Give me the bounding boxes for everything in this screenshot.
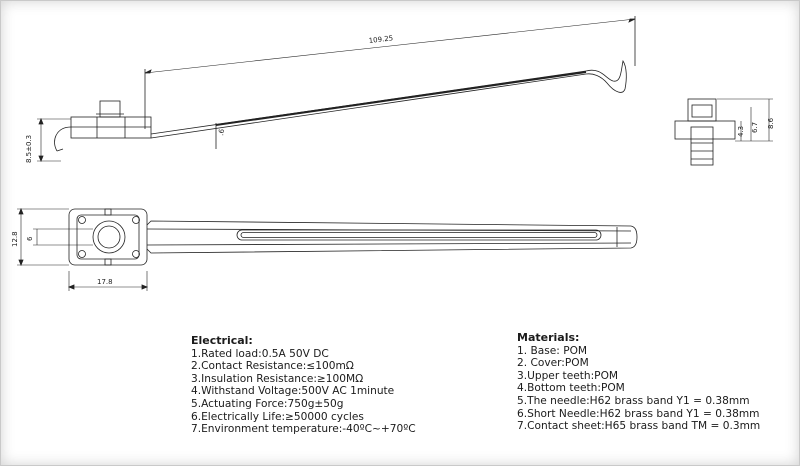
side-view-button bbox=[99, 100, 121, 118]
materials-item: 7.Contact sheet:H65 brass band TM = 0.3m… bbox=[517, 420, 761, 433]
electrical-item: 6.Electrically Life:≥50000 cycles bbox=[191, 410, 364, 423]
width-label: 17.8 bbox=[97, 278, 113, 286]
top-view-base bbox=[68, 208, 148, 266]
electrical-item: 5.Actuating Force:750g±50g bbox=[191, 397, 344, 410]
side-middle-label: 6.7 bbox=[751, 122, 759, 133]
side-outer-label: 8.6 bbox=[767, 117, 775, 129]
top-view bbox=[68, 208, 638, 266]
electrical-specs: Electrical: 1.Rated load:0.5A 50V DC 2.C… bbox=[191, 334, 416, 436]
electrical-title: Electrical: bbox=[191, 334, 253, 347]
end-view-base bbox=[674, 120, 736, 140]
materials-title: Materials: bbox=[517, 331, 580, 344]
materials-item: 3.Upper teeth:POM bbox=[517, 369, 619, 382]
end-view bbox=[674, 98, 773, 166]
materials-item: 6.Short Needle:H62 brass band Y1 = 0.38m… bbox=[517, 407, 760, 420]
length-dimension bbox=[144, 18, 636, 74]
electrical-item: 3.Insulation Resistance:≥100MΩ bbox=[191, 372, 364, 385]
materials-item: 4.Bottom teeth:POM bbox=[517, 382, 625, 395]
height-dimension-left bbox=[37, 117, 71, 163]
electrical-item: 4.Withstand Voltage:500V AC 1minute bbox=[191, 385, 395, 398]
side-inner-label: 4.3 bbox=[737, 126, 745, 137]
end-view-stem bbox=[690, 126, 714, 166]
length-label: 109.25 bbox=[368, 34, 393, 45]
side-view-left-hook bbox=[54, 126, 72, 152]
top-view-boss bbox=[92, 220, 126, 254]
top-view-lever bbox=[146, 220, 638, 254]
materials-specs: Materials: 1. Base: POM 2. Cover:POM 3.U… bbox=[517, 331, 761, 433]
lever-slot bbox=[236, 229, 602, 241]
materials-item: 2. Cover:POM bbox=[517, 357, 589, 370]
electrical-item: 2.Contact Resistance:≤100mΩ bbox=[191, 360, 354, 373]
electrical-item: 7.Environment temperature:-40ºC~+70ºC bbox=[191, 423, 416, 436]
electrical-item: 1.Rated load:0.5A 50V DC bbox=[191, 347, 329, 360]
side-view bbox=[54, 16, 636, 152]
inner-front-label: 6 bbox=[26, 236, 34, 241]
side-view-base bbox=[70, 116, 152, 139]
materials-item: 1. Base: POM bbox=[517, 344, 588, 357]
top-view-dimensions bbox=[17, 207, 149, 291]
materials-item: 5.The needle:H62 brass band Y1 = 0.38mm bbox=[517, 394, 750, 407]
height-front-label: 12.8 bbox=[11, 231, 19, 247]
height-left-label: 8.5±0.3 bbox=[25, 135, 33, 163]
end-view-button bbox=[687, 98, 717, 122]
lever-hook bbox=[585, 59, 627, 93]
angle-label: .6 bbox=[217, 128, 226, 137]
